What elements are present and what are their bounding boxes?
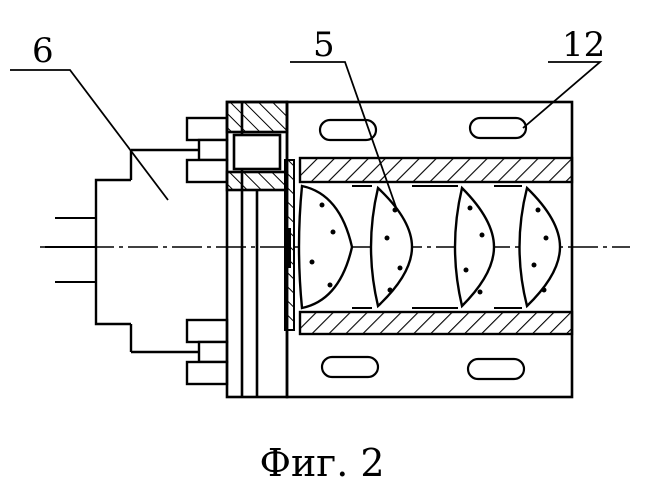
label-part-6: 6 [32, 31, 54, 71]
wire-leads [45, 218, 95, 282]
label-part-5: 5 [313, 25, 335, 65]
light-source-housing [96, 150, 199, 352]
figure-caption: Фиг. 2 [259, 441, 384, 485]
mounting-flange [227, 102, 287, 397]
label-part-12: 12 [562, 25, 605, 65]
